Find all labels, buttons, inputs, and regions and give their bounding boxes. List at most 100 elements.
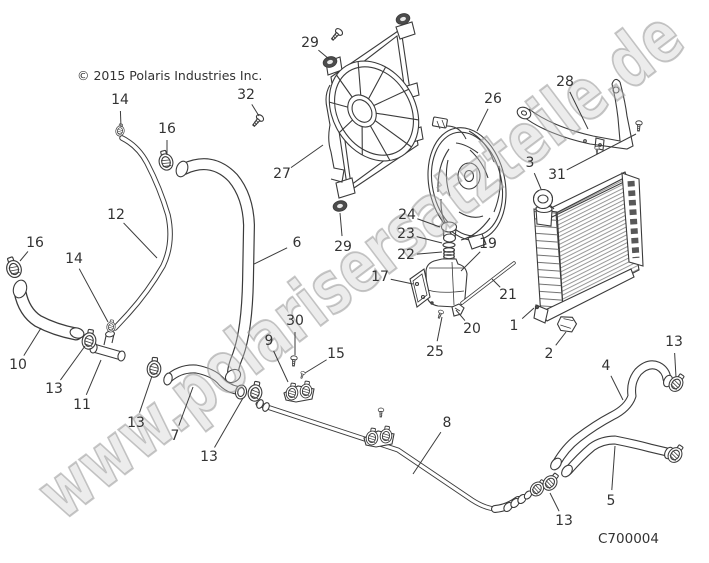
lower-hose-10 [12,279,85,340]
coolant-pipe-8 [255,399,533,513]
drain-plug-illustration [556,316,578,333]
callout-15: 15 [327,346,345,362]
callout-29: 29 [301,35,319,51]
callout-9: 9 [264,333,274,349]
fan-wire-connector [431,116,448,129]
leader-line-2 [555,331,567,346]
callout-14: 14 [111,92,129,108]
callout-19: 19 [479,236,497,252]
screw-icon [377,407,385,418]
hose-clamp-16 [155,148,176,173]
callout-27: 27 [273,166,291,182]
leader-line-7 [178,386,194,426]
neck-fitting-22 [442,247,456,259]
callout-32: 32 [237,87,255,103]
callout-28: 28 [556,74,574,90]
leader-line-13 [674,352,677,378]
leader-line-10 [23,327,42,356]
callout-6: 6 [292,235,302,251]
leader-line-13 [139,375,153,413]
shroud-spokes [329,61,419,161]
leader-line-5 [611,445,616,491]
screw-icon [249,112,266,129]
callout-leader-lines [19,49,677,512]
fan-blades [437,130,501,241]
callout-4: 4 [601,358,611,374]
callout-24: 24 [398,207,416,223]
y-hose-4 [550,365,674,478]
callout-12: 12 [107,207,125,223]
callout-2: 2 [544,346,554,362]
callout-26: 26 [484,91,502,107]
leader-line-26 [476,108,489,132]
leader-line-16 [19,251,29,262]
grommet-icon [331,198,349,214]
callout-8: 8 [442,415,452,431]
callout-14: 14 [65,251,83,267]
callout-5: 5 [606,493,616,509]
radiator-cap-illustration [532,188,555,210]
screw-icon [594,146,600,154]
cooling-fan-illustration [427,116,507,250]
leader-line-29 [339,212,343,237]
hose-clamp-14 [114,123,126,137]
callout-20: 20 [463,321,481,337]
hose-saddle-clamp-9b [363,407,395,448]
t-fitting-11 [89,330,126,362]
callout-13: 13 [665,334,683,350]
callout-16: 16 [26,235,44,251]
upper-radiator-hose-6 [175,160,249,384]
leader-line-13 [60,345,86,381]
leader-line-11 [85,359,102,396]
leader-line-24 [417,218,441,228]
callout-13: 13 [127,415,145,431]
hose-saddle-clamp-9 [283,355,315,403]
leader-line-28 [569,91,589,130]
callout-23: 23 [397,226,415,242]
callout-1: 1 [509,318,519,334]
leader-line-3 [533,172,542,190]
screw-icon [328,26,345,43]
leader-line-21 [491,278,501,288]
callout-17: 17 [371,269,389,285]
leader-line-14 [78,268,109,323]
callout-29: 29 [334,239,352,255]
clip-20 [451,303,465,317]
leader-line-27 [290,144,324,169]
leader-line-23 [416,236,443,244]
hose-clamp-13 [664,441,688,466]
leader-line-22 [416,251,443,255]
leader-line-4 [610,375,624,401]
callout-7: 7 [170,428,180,444]
copyright-notice: © 2015 Polaris Industries Inc. [77,68,263,83]
leader-line-14 [119,110,122,128]
leader-line-13 [214,397,244,448]
leader-line-31 [566,133,637,171]
leader-line-15 [304,359,327,374]
callout-10: 10 [9,357,27,373]
fan-wire [446,125,467,140]
callout-13: 13 [200,449,218,465]
fan-shroud-illustration [249,11,424,214]
y-hose-5 [568,440,667,471]
leader-line-1 [521,307,535,320]
leader-line-20 [455,309,466,321]
screw-icon [435,309,445,320]
fitting-24 [440,221,458,233]
callout-13: 13 [45,381,63,397]
leader-line-19 [460,251,481,272]
callout-30: 30 [286,313,304,329]
leader-line-25 [436,316,443,342]
leader-line-12 [123,222,158,259]
callout-11: 11 [73,397,91,413]
callout-21: 21 [499,287,517,303]
leader-line-32 [251,104,260,117]
callout-3: 3 [525,155,535,171]
leader-line-13 [549,492,560,512]
diagram-code: C700004 [598,531,659,547]
callout-16: 16 [158,121,176,137]
bottle-body [425,258,468,308]
leader-line-6 [253,247,288,265]
leader-line-29 [318,49,330,60]
